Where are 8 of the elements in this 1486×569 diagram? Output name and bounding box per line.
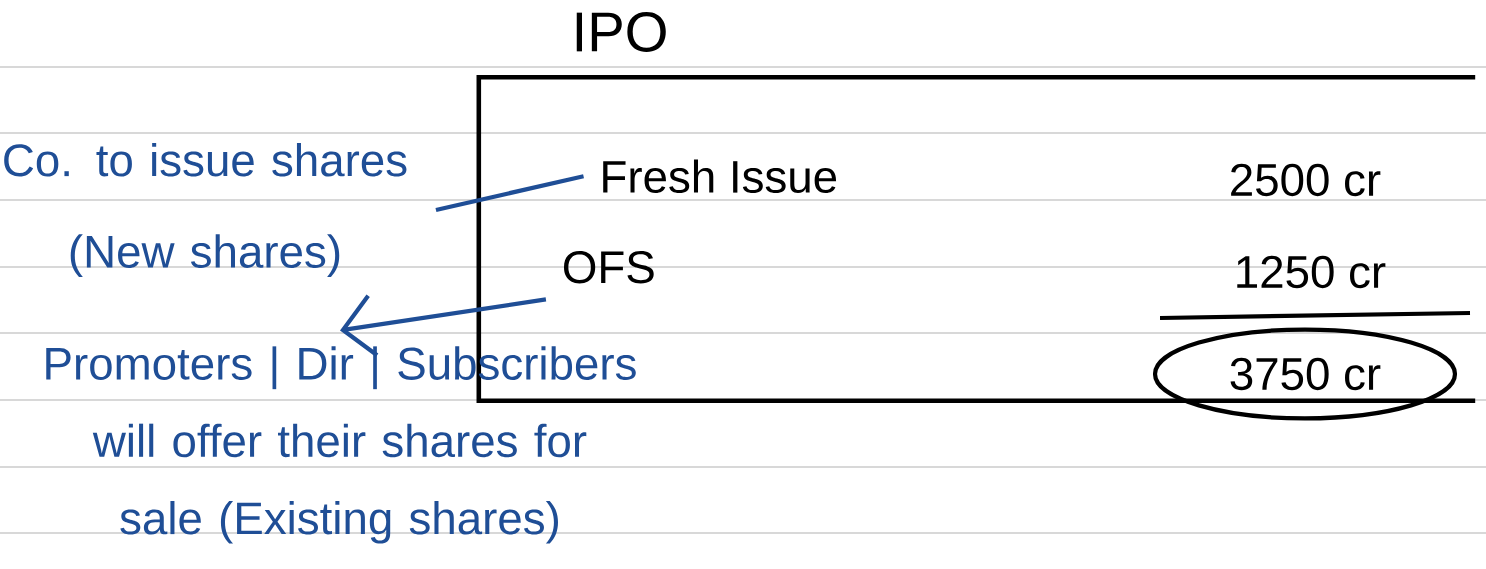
- leader-line: [435, 174, 584, 213]
- note-text: Co. to issue shares (New shares): [4, 143, 407, 277]
- amount-text: 2500 cr: [1231, 163, 1381, 197]
- title: IPO: [576, 12, 666, 52]
- arrow: [340, 294, 547, 357]
- row-label: Fresh Issue: [603, 159, 837, 194]
- row-label: OFS: [564, 251, 654, 284]
- circled-total: 3750 cr: [1152, 327, 1458, 421]
